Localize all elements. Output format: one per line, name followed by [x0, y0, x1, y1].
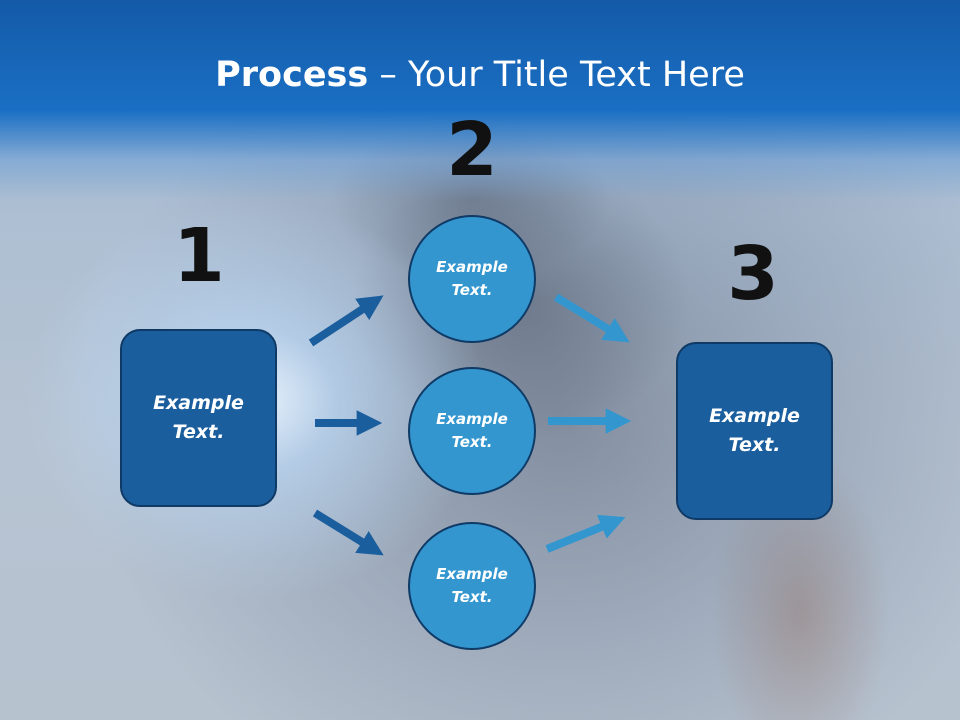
slide-title: Process – Your Title Text Here [0, 50, 960, 100]
step-2-label-middle: Example Text. [436, 410, 508, 451]
step-number-1: 1 [173, 213, 225, 299]
step-2-circle-top: Example Text. [408, 215, 536, 343]
step-2-label-bottom: Example Text. [436, 565, 508, 606]
step-number-3: 3 [727, 231, 779, 317]
header-band [0, 0, 960, 200]
arrow-1-to-2-bottom [312, 509, 384, 556]
step-number-2: 2 [446, 107, 498, 193]
step-1-label: Example Text. [153, 392, 244, 443]
arrow-1-to-2-top [308, 295, 384, 347]
step-1-box: Example Text. [120, 329, 277, 507]
step-3-box: Example Text. [676, 342, 833, 520]
arrow-2-top-to-3 [553, 293, 630, 343]
arrow-2-bottom-to-3 [545, 514, 626, 553]
step-2-circle-bottom: Example Text. [408, 522, 536, 650]
step-2-label-top: Example Text. [436, 258, 508, 299]
title-rest: – Your Title Text Here [368, 55, 745, 95]
title-bold: Process [215, 55, 369, 95]
step-3-label: Example Text. [709, 405, 800, 456]
step-2-circle-middle: Example Text. [408, 367, 536, 495]
